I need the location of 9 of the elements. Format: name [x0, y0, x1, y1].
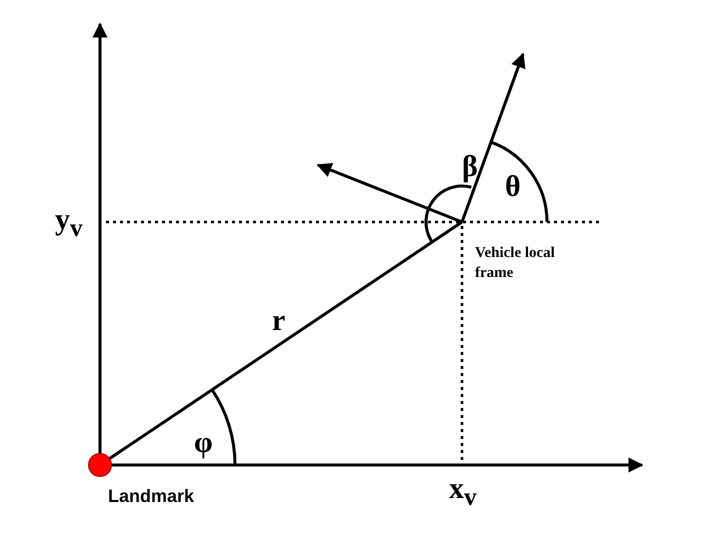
- angle-label: β: [462, 152, 478, 182]
- axis-label: y$_{v}$: [55, 205, 82, 241]
- landmark-label: Landmark: [108, 487, 194, 505]
- axis-label: x$_{v}$: [449, 474, 476, 510]
- angle-label: φ: [194, 428, 213, 458]
- landmark-dot: [88, 453, 112, 477]
- range-label: r: [272, 306, 286, 336]
- angle-label: θ: [505, 172, 521, 202]
- frame-label: Vehicle local frame: [475, 244, 556, 282]
